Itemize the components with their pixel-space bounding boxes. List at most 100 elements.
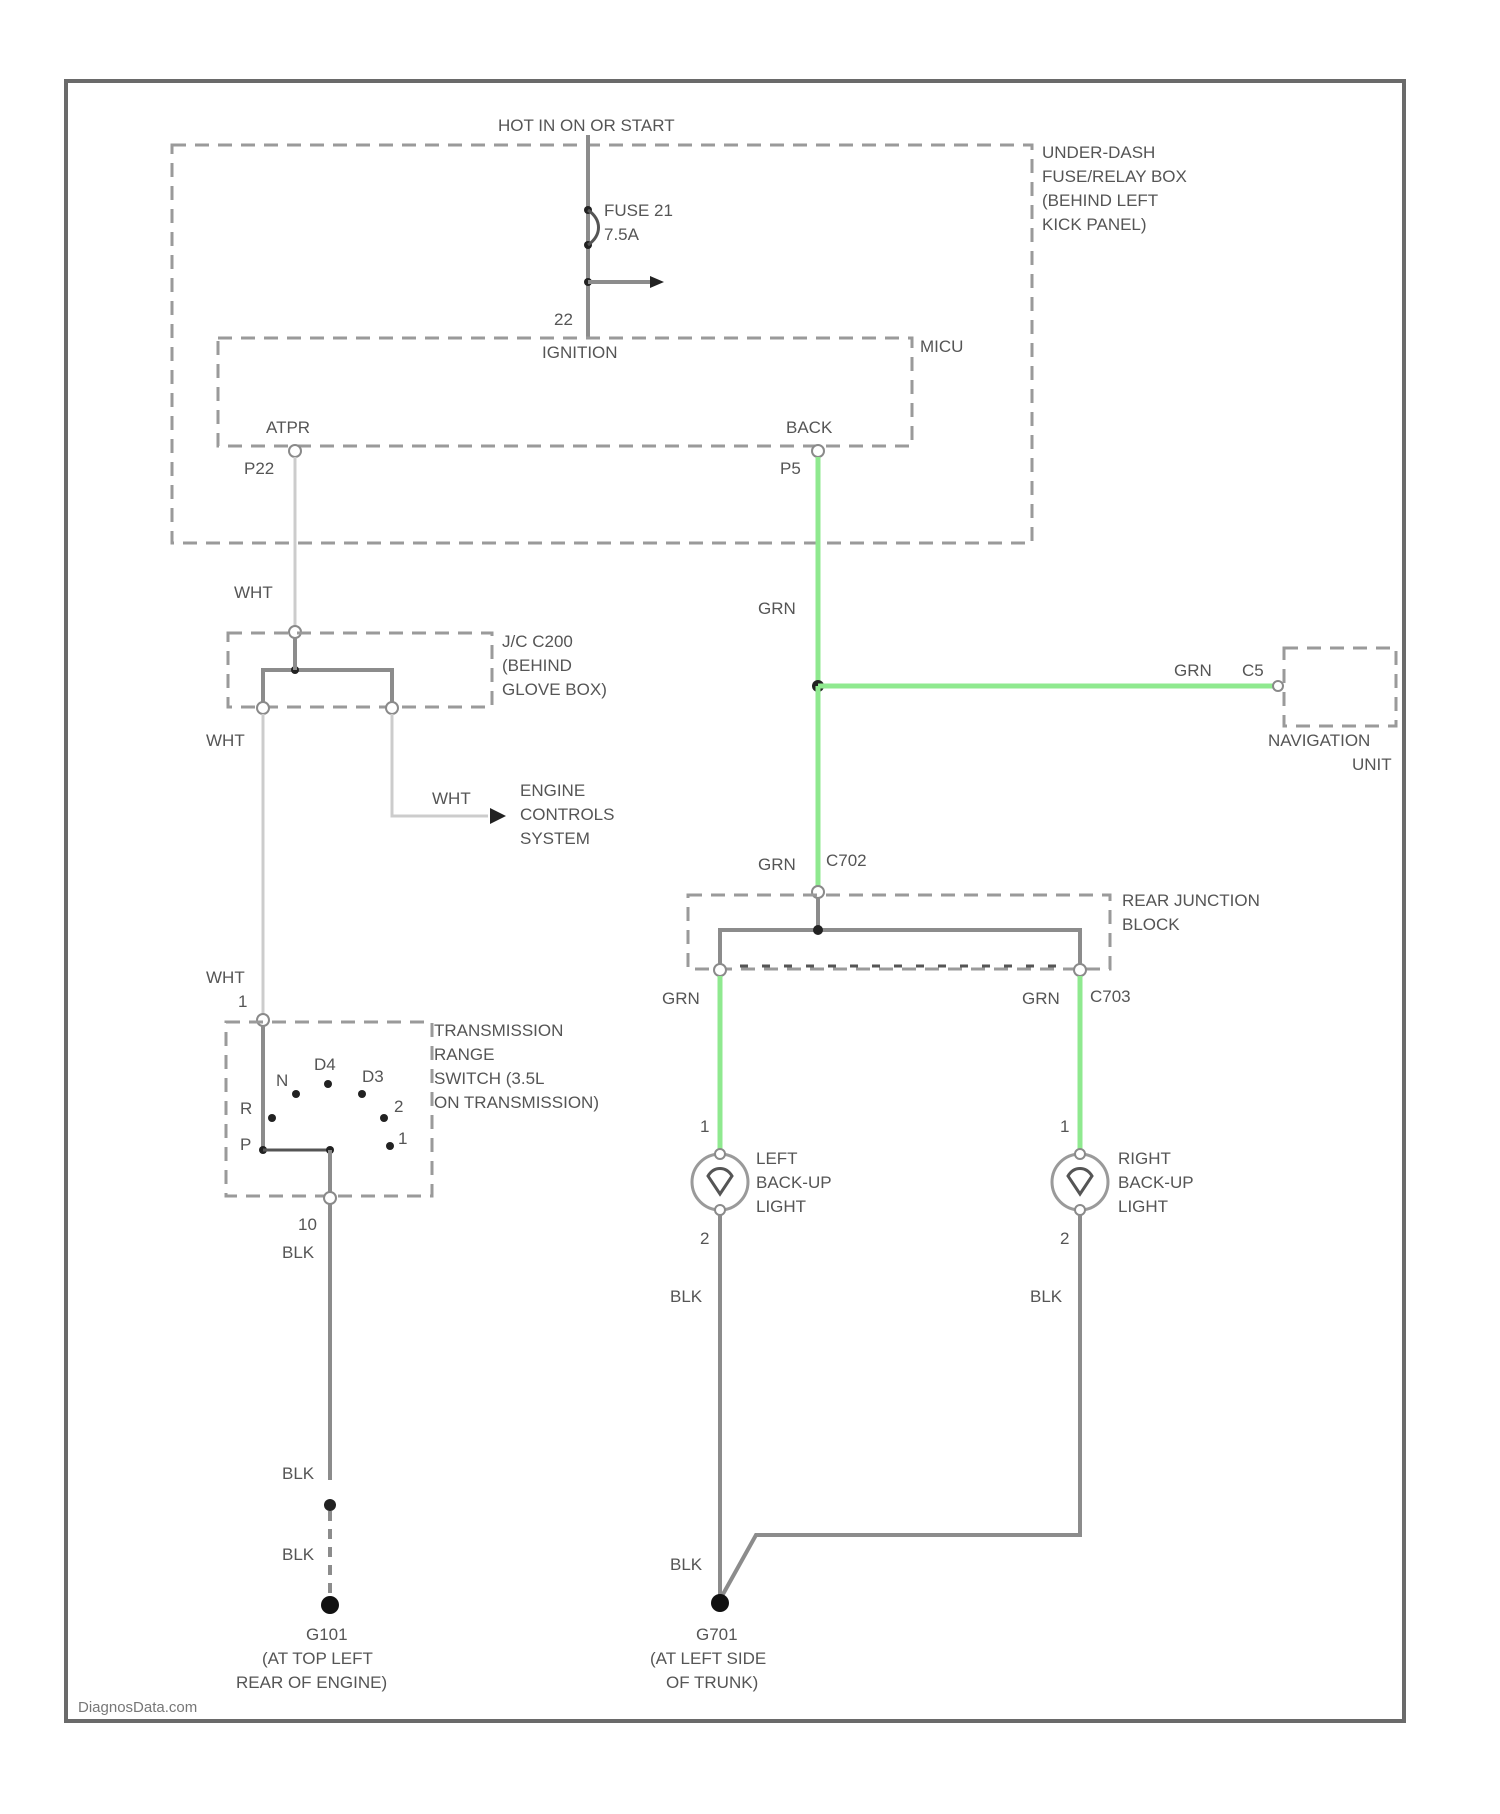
micu-atpr-pin: P22 <box>244 459 274 478</box>
trans-pos-1: 1 <box>398 1129 407 1148</box>
left-lamp-pin-top: 1 <box>700 1117 709 1136</box>
right-lamp-pin-bottom: 2 <box>1060 1229 1069 1248</box>
blk-label-2: BLK <box>282 1464 315 1483</box>
grn-label-nav: GRN <box>1174 661 1212 680</box>
g701-ground-icon <box>711 1594 729 1612</box>
left-backup-lamp-icon <box>692 1154 748 1210</box>
g101-label-3: REAR OF ENGINE) <box>236 1673 387 1692</box>
jc-label-2: (BEHIND <box>502 656 572 675</box>
micu-ignition-pin: 22 <box>554 310 573 329</box>
fusebox-label-3: (BEHIND LEFT <box>1042 191 1158 210</box>
trans-pos-d3: D3 <box>362 1067 384 1086</box>
micu-back-connector <box>812 445 824 457</box>
grn-label-4: GRN <box>1022 989 1060 1008</box>
wht-label-2: WHT <box>206 731 245 750</box>
nav-connector <box>1273 681 1283 691</box>
rear-junction-label-2: BLOCK <box>1122 915 1180 934</box>
trans-switch-label-2: RANGE <box>434 1045 494 1064</box>
left-lamp-label-1: LEFT <box>756 1149 798 1168</box>
micu-back-pin: P5 <box>780 459 801 478</box>
trans-pos-d4: D4 <box>314 1055 336 1074</box>
left-lamp-pin-connector-top <box>715 1149 725 1159</box>
right-lamp-label-1: RIGHT <box>1118 1149 1171 1168</box>
grn-label-1: GRN <box>758 599 796 618</box>
left-lamp-pin-bottom: 2 <box>700 1229 709 1248</box>
trans-switch-label-3: SWITCH (3.5L <box>434 1069 545 1088</box>
blk-label-4: BLK <box>670 1287 703 1306</box>
rjb-out-pin: C703 <box>1090 987 1131 1006</box>
g701-label-1: G701 <box>696 1625 738 1644</box>
rjb-bus-node <box>813 925 823 935</box>
blk-label-6: BLK <box>670 1555 703 1574</box>
right-lamp-pin-top: 1 <box>1060 1117 1069 1136</box>
g701-label-3: OF TRUNK) <box>666 1673 758 1692</box>
trans-out-connector <box>324 1192 336 1204</box>
rjb-in-pin: C702 <box>826 851 867 870</box>
jc-label-1: J/C C200 <box>502 632 573 651</box>
jc-label-3: GLOVE BOX) <box>502 680 607 699</box>
left-lamp-label-3: LIGHT <box>756 1197 806 1216</box>
nav-pin: C5 <box>1242 661 1264 680</box>
rear-junction-label-1: REAR JUNCTION <box>1122 891 1260 910</box>
trans-contact-2 <box>380 1114 388 1122</box>
rjb-out-connector-left <box>714 964 726 976</box>
rjb-out-connector-right <box>1074 964 1086 976</box>
trans-contact-1 <box>386 1142 394 1150</box>
left-lamp-label-2: BACK-UP <box>756 1173 832 1192</box>
engine-controls-arrow <box>490 808 506 824</box>
blk-label-1: BLK <box>282 1243 315 1262</box>
g701-label-2: (AT LEFT SIDE <box>650 1649 766 1668</box>
jc-out-connector-left <box>257 702 269 714</box>
trans-out-pin: 10 <box>298 1215 317 1234</box>
wht-label-1: WHT <box>234 583 273 602</box>
trans-contact-d3 <box>358 1090 366 1098</box>
power-label: HOT IN ON OR START <box>498 116 675 135</box>
g101-label-1: G101 <box>306 1625 348 1644</box>
trans-in-connector <box>257 1014 269 1026</box>
blk-splice-node <box>324 1499 336 1511</box>
trans-contact-d4 <box>324 1080 332 1088</box>
trans-pos-n: N <box>276 1071 288 1090</box>
g101-ground-icon <box>321 1596 339 1614</box>
wht-label-3: WHT <box>432 789 471 808</box>
fusebox-label-4: KICK PANEL) <box>1042 215 1147 234</box>
right-backup-lamp-icon <box>1052 1154 1108 1210</box>
trans-switch-label-4: ON TRANSMISSION) <box>434 1093 599 1112</box>
right-lamp-pin-connector-top <box>1075 1149 1085 1159</box>
left-lamp-pin-connector-bottom <box>715 1205 725 1215</box>
blk-label-5: BLK <box>1030 1287 1063 1306</box>
right-lamp-label-3: LIGHT <box>1118 1197 1168 1216</box>
fusebox-label-1: UNDER-DASH <box>1042 143 1155 162</box>
engine-controls-label-3: SYSTEM <box>520 829 590 848</box>
watermark: DiagnosData.com <box>78 1699 197 1716</box>
micu-ignition-label: IGNITION <box>542 343 618 362</box>
blk-label-3: BLK <box>282 1545 315 1564</box>
fusebox-label-2: FUSE/RELAY BOX <box>1042 167 1187 186</box>
micu-back-label: BACK <box>786 418 833 437</box>
wht-label-4: WHT <box>206 968 245 987</box>
right-lamp-pin-connector-bottom <box>1075 1205 1085 1215</box>
fuse-label-1: FUSE 21 <box>604 201 673 220</box>
engine-controls-label-2: CONTROLS <box>520 805 614 824</box>
navigation-label-1: NAVIGATION <box>1268 731 1370 750</box>
micu-atpr-label: ATPR <box>266 418 310 437</box>
trans-contact-r <box>268 1114 276 1122</box>
grn-label-3: GRN <box>662 989 700 1008</box>
jc-out-connector-right <box>386 702 398 714</box>
engine-controls-label-1: ENGINE <box>520 781 585 800</box>
fuse-branch-arrow <box>650 276 664 288</box>
trans-switch-label-1: TRANSMISSION <box>434 1021 563 1040</box>
g101-label-2: (AT TOP LEFT <box>262 1649 373 1668</box>
grn-label-2: GRN <box>758 855 796 874</box>
right-lamp-label-2: BACK-UP <box>1118 1173 1194 1192</box>
micu-title: MICU <box>920 337 963 356</box>
rjb-bus <box>720 930 1080 966</box>
jc-bus <box>263 670 392 705</box>
trans-pos-p: P <box>240 1135 251 1154</box>
navigation-label-2: UNIT <box>1352 755 1392 774</box>
trans-contact-n <box>292 1090 300 1098</box>
navigation-unit-outline <box>1284 648 1396 726</box>
fuse-label-2: 7.5A <box>604 225 640 244</box>
trans-pos-r: R <box>240 1099 252 1118</box>
